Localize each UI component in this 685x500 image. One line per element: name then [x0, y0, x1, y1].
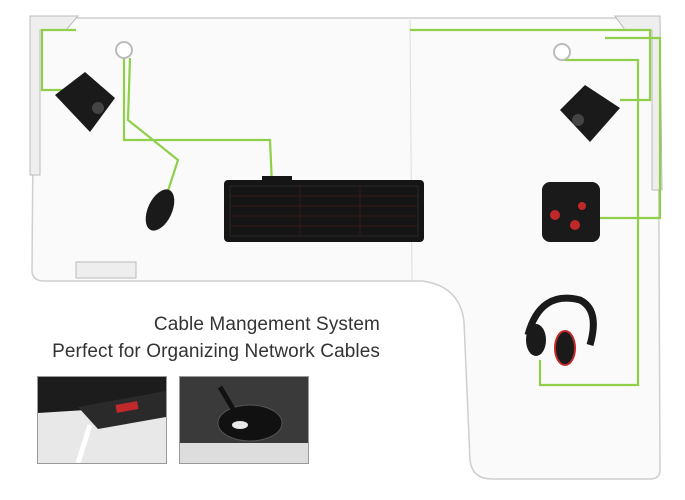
l-shaped-desk-top [31, 17, 661, 480]
headphones-icon [524, 294, 597, 366]
mouse-icon [145, 189, 175, 231]
speaker-left-icon [55, 72, 115, 132]
caption-title: Cable Mangement System [153, 314, 380, 335]
inset-photo-grommet [179, 376, 309, 464]
game-controller-icon [542, 182, 600, 242]
inset-photo-cable-clip [37, 376, 167, 464]
corner-bracket-left [29, 15, 80, 176]
cable-tray [75, 261, 137, 279]
cables [40, 28, 662, 387]
keyboard-icon [224, 176, 424, 242]
grommet-holes [115, 41, 571, 61]
speaker-right-icon [560, 85, 620, 142]
caption-subtitle: Perfect for Organizing Network Cables [52, 341, 380, 362]
